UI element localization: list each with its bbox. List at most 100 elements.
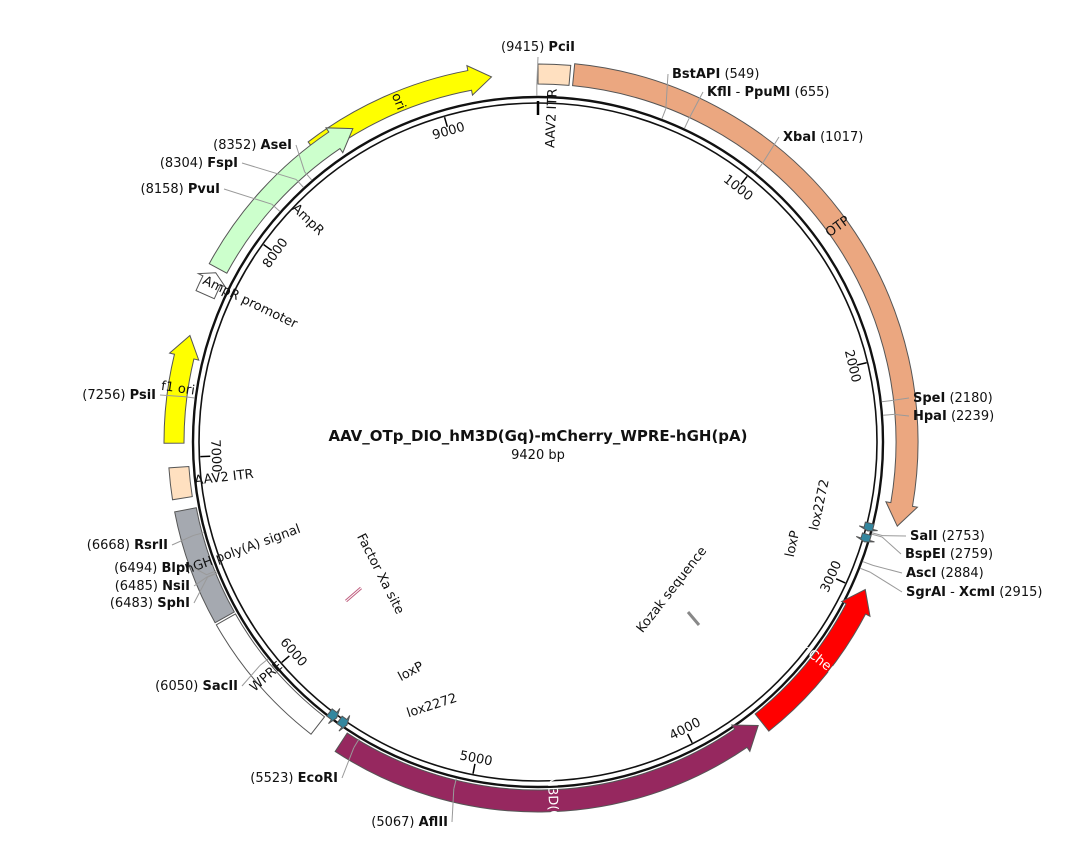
site-aflii: (5067) AflII [371,778,457,830]
site-enzyme-name: EcoRI [298,771,338,786]
feature-label-ampr: AmpR [288,201,326,239]
site-label-asci: AscI (2884) [906,566,984,581]
tick-label-2000: 2000 [841,348,863,384]
site-position: (8158) [141,182,184,197]
site-label-sacii: (6050) SacII [155,679,238,694]
site-position: (549) [724,67,759,82]
tick-5000 [472,763,476,774]
site-label-rsrii: (6668) RsrII [87,538,168,553]
plasmid-length: 9420 bp [511,448,565,463]
site-enzyme-name: PsiI [130,388,156,403]
site-sphi: (6483) SphI [110,572,218,611]
site-label-sgrai-xcmi: SgrAI - XcmI (2915) [906,585,1042,600]
site-label-psii: (7256) PsiI [82,388,156,403]
site-kfli-ppumi: KflI - PpuMI (655) [683,85,830,129]
site-enzyme-name: AflII [419,815,448,830]
tick-label-3000: 3000 [818,559,845,595]
feature-label-ori: ori [388,91,408,112]
site-fspi: (8304) FspI [160,156,304,188]
feature-mcherry [754,588,871,732]
site-enzyme-name: PciI [548,40,575,55]
site-position: (8304) [160,156,203,171]
site-position: (1017) [820,130,863,145]
site-nsii: (6485) NsiI [115,572,218,594]
site-enzyme-name: SgrAI [906,585,946,600]
site-position: (6050) [155,679,198,694]
label-kozak-sequence-4: Kozak sequence [634,544,710,636]
site-label-spei: SpeI (2180) [913,391,993,406]
site-position: (6483) [110,596,153,611]
tick-8000 [263,243,273,252]
site-bstapi: BstAPI (549) [661,67,759,120]
tick-3000 [835,578,846,584]
site-enzyme-name: AseI [261,138,292,153]
site-position: (6494) [114,561,157,576]
site-label-sphi: (6483) SphI [110,596,190,611]
feature-wpre [215,613,326,735]
site-enzyme-name: KflI [707,85,732,100]
site-label-xbai: XbaI (1017) [783,130,863,145]
site-position: (2753) [942,529,985,544]
tick-9000 [443,116,449,127]
feature-f1-ori [163,334,200,444]
site-enzyme-name: SpeI [913,391,945,406]
restriction-sites: (9415) PciI BstAPI (549) KflI - PpuMI (655… [82,40,1042,830]
site-xbai: XbaI (1017) [754,130,863,173]
site-pvui: (8158) PvuI [141,182,281,212]
site-position: (6485) [115,579,158,594]
site-enzyme-name: HpaI [913,409,947,424]
site-blpi: (6494) BlpI [114,561,217,576]
site-enzyme-name: XcmI [959,585,995,600]
feature-ampr [208,127,354,274]
site-enzyme-name: XbaI [783,130,816,145]
site-position: (5067) [371,815,414,830]
feature-ampr-promoter [195,272,227,300]
site-spei: SpeI (2180) [881,391,993,406]
tick-label-4000: 4000 [667,715,703,743]
site-position: (7256) [82,388,125,403]
site-label-bstapi: BstAPI (549) [672,67,759,82]
site-bspei: BspEI (2759) [871,533,993,562]
site-label-blpi: (6494) BlpI [114,561,190,576]
site-label-bspei: BspEI (2759) [905,547,993,562]
feature-ori [307,64,493,159]
site-ecori: (5523) EcoRI [250,738,360,786]
site-label-kfli-ppumi: KflI - PpuMI (655) [707,85,830,100]
site-label-hpai: HpaI (2239) [913,409,994,424]
tick-6000 [281,655,290,663]
tick-label-5000: 5000 [458,748,493,769]
tick-label-7000: 7000 [207,439,223,473]
tick-4000 [686,733,693,744]
site-position: (655) [795,85,830,100]
feature-loxp-second [325,708,341,725]
label-factor-xa-site-5: Factor Xa site [353,531,407,617]
plasmid-title: AAV_OTp_DIO_hM3D(Gq)-mCherry_WPRE-hGH(pA… [328,427,747,445]
kozak-sequence-marker [686,611,701,626]
site-enzyme-name: SalI [910,529,937,544]
site-label-pcii: (9415) PciI [501,40,575,55]
feature-lox2272-second [336,715,351,732]
site-label-asei: (8352) AseI [213,138,292,153]
site-asci: AscI (2884) [862,561,984,581]
site-position: (2884) [940,566,983,581]
site-label-ecori: (5523) EcoRI [250,771,338,786]
tick-2000 [856,361,867,366]
site-position: (2915) [999,585,1042,600]
site-enzyme-name: BlpI [161,561,190,576]
tick-1000 [740,175,748,185]
feature-hm3d-gq [334,724,759,813]
site-sacii: (6050) SacII [155,658,269,694]
site-enzyme-name: SphI [157,596,190,611]
feature-loxp-first [855,532,875,543]
site-rsrii: (6668) RsrII [87,532,205,553]
site-position: - [732,85,745,100]
label-loxP-2: loxP [396,659,427,685]
site-asei: (8352) AseI [213,138,313,181]
feature-otp [572,63,919,528]
site-position: (5523) [250,771,293,786]
backbone-outer-circle [191,95,885,789]
label-lox2272-0: lox2272 [807,478,832,532]
feature-label-aav2-itr: AAV2 ITR [543,88,561,148]
site-label-fspi: (8304) FspI [160,156,238,171]
